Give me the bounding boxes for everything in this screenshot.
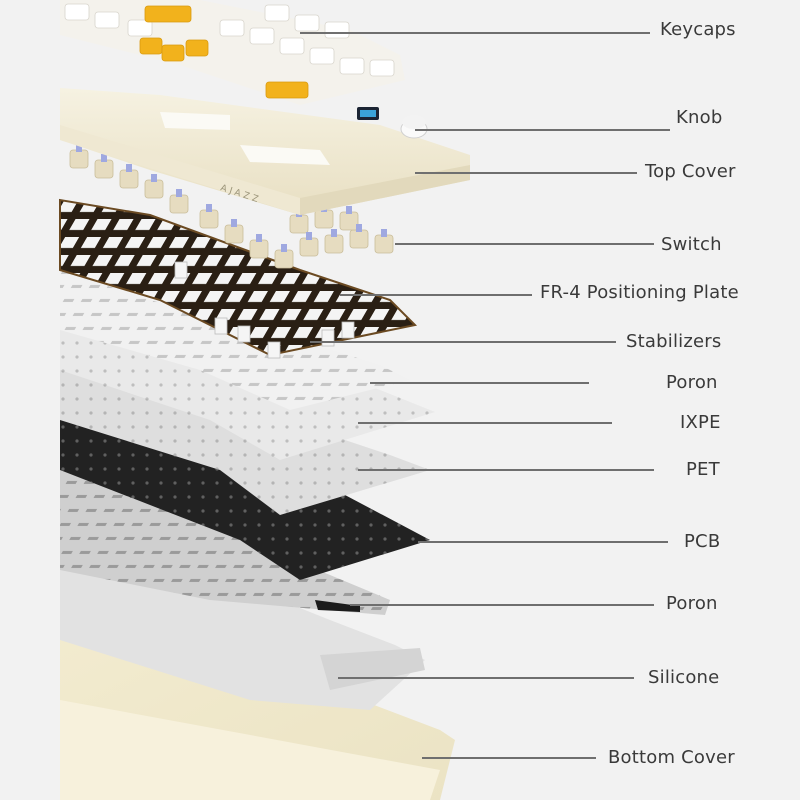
pcb-layer [60, 415, 430, 580]
poron-lower-layer [60, 470, 390, 615]
layer-label: Stabilizers [626, 331, 722, 352]
leader-line [415, 172, 637, 174]
leader-line [358, 422, 612, 424]
leader-line [350, 604, 654, 606]
layer-label: Knob [676, 107, 723, 128]
layer-label: Bottom Cover [608, 747, 735, 768]
leader-line [340, 294, 532, 296]
leader-line [338, 677, 634, 679]
layer-label: Switch [661, 234, 722, 255]
leader-line [422, 757, 596, 759]
leader-line [370, 382, 589, 384]
leader-line [395, 243, 654, 245]
layer-label: Keycaps [660, 19, 736, 40]
leader-line [310, 341, 616, 343]
leader-line [358, 469, 654, 471]
leader-line [415, 129, 670, 131]
keycaps-layer [60, 0, 405, 105]
layer-label: Top Cover [645, 161, 736, 182]
layer-label: PCB [684, 531, 721, 552]
layer-label: FR-4 Positioning Plate [540, 282, 739, 303]
layer-label: PET [686, 459, 720, 480]
layer-label: Poron [666, 593, 718, 614]
leader-line [300, 32, 650, 34]
layer-label: Silicone [648, 667, 720, 688]
fr4-plate-layer [59, 198, 418, 357]
leader-line [418, 541, 668, 543]
switches-layer [69, 144, 394, 269]
layer-label: IXPE [680, 412, 721, 433]
top-cover-layer: AJAZZ [60, 88, 470, 215]
layer-label: Poron [666, 372, 718, 393]
poron-upper-layer [60, 270, 410, 410]
